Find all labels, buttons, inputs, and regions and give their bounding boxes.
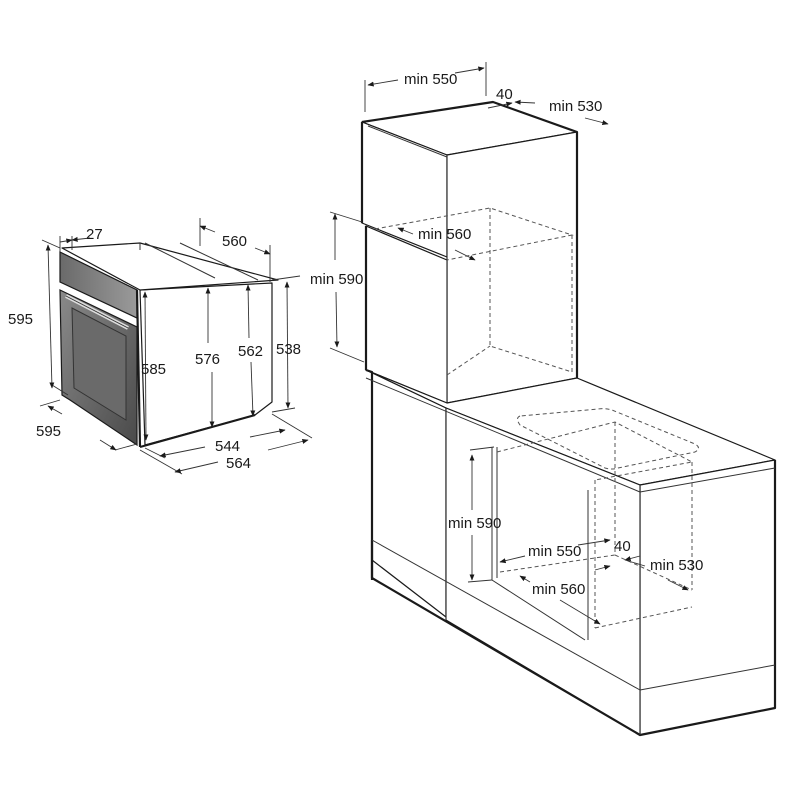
hob-cutout xyxy=(517,408,699,470)
base-dim-min560: min 560 xyxy=(519,575,601,625)
dim-595-height: 595 xyxy=(8,239,69,396)
tall-label-min530: min 530 xyxy=(549,98,602,115)
dim-label-538: 538 xyxy=(276,341,301,358)
base-dim-min530: min 530 xyxy=(624,557,703,591)
dim-27: 27 xyxy=(59,226,103,252)
dim-544: 544 xyxy=(144,428,286,459)
right-base-side xyxy=(639,459,776,736)
dim-label-560: 560 xyxy=(222,233,247,250)
tall-dim-min530: min 530 xyxy=(514,98,609,126)
oven-top xyxy=(61,242,279,291)
dim-595-width: 595 xyxy=(36,399,138,451)
dim-label-585: 585 xyxy=(141,361,166,378)
base-label-min550: min 550 xyxy=(528,543,581,560)
dim-label-595-height: 595 xyxy=(8,311,33,328)
tall-label-min550: min 550 xyxy=(404,71,457,88)
dim-562: 562 xyxy=(238,284,263,417)
left-base-cabinet-front xyxy=(365,369,447,618)
dim-560-depth: 560 xyxy=(199,218,271,282)
tall-dim-min560: min 560 xyxy=(397,226,476,261)
base-dim-min590: min 590 xyxy=(448,446,501,583)
dim-585: 585 xyxy=(141,291,166,441)
oven-door-window xyxy=(71,307,127,421)
dim-label-576: 576 xyxy=(195,351,220,368)
tall-dim-min590: min 590 xyxy=(310,211,365,363)
tall-dim-min550: min 550 xyxy=(364,62,487,112)
oven-drawing: 27 560 595 585 576 562 xyxy=(8,218,313,475)
cabinet-drawing xyxy=(360,100,777,737)
dim-576: 576 xyxy=(195,287,220,428)
base-label-min530: min 530 xyxy=(650,557,703,574)
dim-label-27: 27 xyxy=(86,226,103,243)
base-dim-min550: min 550 xyxy=(499,538,611,564)
tall-label-40: 40 xyxy=(496,86,513,103)
tall-label-min560: min 560 xyxy=(418,226,471,243)
base-label-40: 40 xyxy=(614,538,631,555)
dim-label-544: 544 xyxy=(215,438,240,455)
base-label-min590: min 590 xyxy=(448,515,501,532)
dim-label-562: 562 xyxy=(238,343,263,360)
dim-label-595-width: 595 xyxy=(36,423,61,440)
tall-dim-40: 40 xyxy=(487,86,513,109)
dim-538: 538 xyxy=(271,275,301,413)
dim-564: 564 xyxy=(139,413,313,475)
base-dim-40: 40 xyxy=(594,538,641,571)
dim-label-564: 564 xyxy=(226,455,251,472)
base-label-min560: min 560 xyxy=(532,581,585,598)
tall-label-min590: min 590 xyxy=(310,271,363,288)
